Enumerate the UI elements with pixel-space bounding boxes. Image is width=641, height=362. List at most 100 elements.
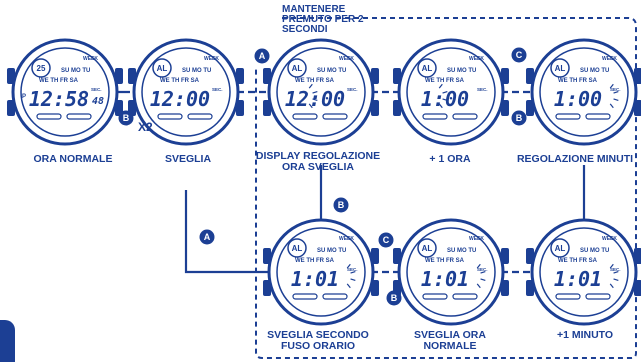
badge-c-hour: C (511, 47, 527, 63)
mode-text: AL (157, 64, 168, 73)
flash-mark (350, 270, 356, 274)
caption-alarm: SVEGLIA (164, 153, 212, 165)
badge-a-hold: A (254, 48, 270, 64)
status-bar-right (585, 113, 611, 120)
badge-circle (254, 48, 270, 64)
sec-label: SEC. (347, 87, 358, 92)
days-top: SU MO TU (182, 68, 211, 74)
status-bar-right (452, 293, 478, 300)
mode-text: 25 (37, 64, 46, 73)
status-bar-left (555, 293, 581, 300)
badge-b-normalalarm: B (386, 290, 402, 306)
caption-min-set: REGOLAZIONE MINUTI (516, 153, 634, 165)
flash-mark (609, 263, 614, 269)
badge-circle (511, 47, 527, 63)
days-bottom: WE TH FR SA (160, 78, 200, 84)
mode-text: AL (422, 244, 433, 253)
status-bar-left (157, 113, 183, 120)
mode-indicator (287, 238, 307, 258)
status-bar-left (292, 113, 318, 120)
days-bottom: WE TH FR SA (295, 78, 335, 84)
flash-mark (438, 83, 443, 89)
badge-letter: B (516, 113, 523, 123)
flash-mark (613, 270, 619, 274)
seconds-digits: 48 (92, 96, 104, 107)
time-digits: 12:58 (29, 87, 89, 111)
days-top: SU MO TU (317, 248, 346, 254)
days-top: SU MO TU (580, 68, 609, 74)
sec-label: SEC. (347, 267, 358, 272)
sec-label: SEC. (91, 87, 102, 92)
time-digits: 12:00 (285, 87, 345, 111)
days-top: SU MO TU (447, 68, 476, 74)
flash-mark (609, 283, 614, 289)
days-bottom: WE TH FR SA (558, 78, 598, 84)
week-label: WEEK (602, 236, 617, 242)
mode-text: AL (555, 64, 566, 73)
flash-mark (442, 90, 448, 94)
badge-circle (199, 229, 215, 245)
sec-label: SEC. (477, 87, 488, 92)
badge-letter: A (259, 51, 266, 61)
mode-indicator (287, 58, 307, 78)
mode-text: AL (292, 244, 303, 253)
press-twice-multiplier: X2 (138, 120, 153, 134)
flash-mark (308, 103, 313, 109)
badge-b-set: B (333, 197, 349, 213)
days-bottom: WE TH FR SA (295, 258, 335, 264)
badge-letter: B (391, 293, 398, 303)
badge-circle (378, 232, 394, 248)
flash-mark (609, 83, 614, 89)
flash-mark (350, 278, 356, 282)
days-bottom: WE TH FR SA (425, 78, 465, 84)
badge-circle (333, 197, 349, 213)
days-top: SU MO TU (447, 248, 476, 254)
week-label: WEEK (469, 236, 484, 242)
caption-plus-minute: +1 MINUTO (556, 329, 614, 341)
status-bar-right (322, 113, 348, 120)
hold-instruction: MANTENERE PREMUTO PER 2 SECONDI (282, 5, 364, 35)
days-top: SU MO TU (580, 248, 609, 254)
status-bar-left (292, 293, 318, 300)
week-label: WEEK (469, 56, 484, 62)
status-bar-right (585, 293, 611, 300)
flash-mark (480, 270, 486, 274)
status-bar-right (322, 293, 348, 300)
badge-letter: C (383, 235, 390, 245)
status-bar-right (66, 113, 92, 120)
flash-mark (312, 90, 318, 94)
hold-line-2: PREMUTO PER 2 (282, 14, 364, 25)
mode-indicator (550, 58, 570, 78)
badge-letter: B (338, 200, 345, 210)
mode-indicator (417, 58, 437, 78)
status-bar-right (187, 113, 213, 120)
days-top: SU MO TU (61, 68, 90, 74)
status-bar-left (422, 113, 448, 120)
badge-a-tz: A (199, 229, 215, 245)
time-digits: 1:00 (421, 87, 469, 111)
mode-indicator (550, 238, 570, 258)
flash-mark (346, 263, 351, 269)
flash-mark (613, 90, 619, 94)
flash-mark (476, 263, 481, 269)
week-label: WEEK (204, 56, 219, 62)
mode-text: AL (555, 244, 566, 253)
flash-mark (312, 98, 318, 102)
week-label: WEEK (83, 56, 98, 62)
caption-plus-hour: + 1 ORA (429, 153, 471, 165)
flash-mark (308, 83, 313, 89)
status-bar-left (555, 113, 581, 120)
flash-mark (442, 98, 448, 102)
days-bottom: WE TH FR SA (425, 258, 465, 264)
sec-label: SEC. (477, 267, 488, 272)
mode-indicator (417, 238, 437, 258)
